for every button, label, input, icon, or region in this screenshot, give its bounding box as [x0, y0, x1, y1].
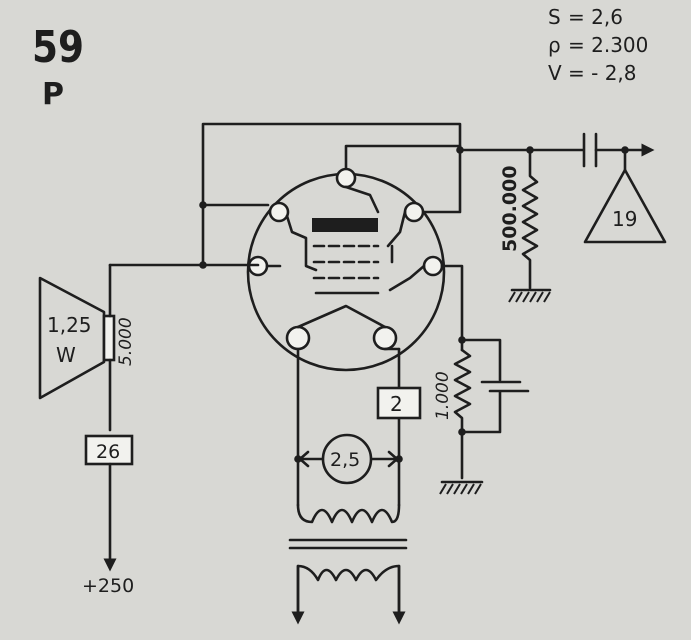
heater-voltage: 2,5 — [330, 449, 360, 471]
top-wiring — [201, 122, 655, 267]
grid-resistor: 500.000 — [499, 148, 552, 303]
driver-stage: 19 — [583, 168, 667, 244]
tube-envelope — [246, 167, 446, 372]
cathode-network: 1.000 — [433, 264, 530, 495]
filament-transformer: 2 2,5 — [288, 347, 422, 625]
grid-resistor-label: 500.000 — [499, 165, 521, 252]
speaker-unit: W — [56, 343, 76, 367]
param-v-symbol: V — [548, 61, 562, 85]
param-rho-symbol: ρ — [548, 33, 561, 57]
param-v-value: = - 2,8 — [568, 61, 637, 85]
filament-pin-label: 2 — [390, 392, 403, 416]
supply-voltage: +250 — [82, 575, 134, 597]
param-rho-value: = 2.300 — [568, 33, 648, 57]
speaker: 1,25 W 5.000 — [38, 263, 260, 432]
driver-stage-label: 19 — [612, 207, 637, 231]
plate-supply: 26 +250 — [82, 434, 134, 597]
parameter-block: S = 2,6 ρ = 2.300 V = - 2,8 — [548, 5, 648, 85]
tube-type: P — [42, 77, 64, 112]
plate-pin-label: 26 — [96, 441, 120, 463]
tube-number: 59 — [32, 22, 84, 73]
speaker-power: 1,25 — [47, 313, 92, 337]
cathode-resistor-label: 1.000 — [433, 371, 453, 420]
speaker-impedance: 5.000 — [116, 317, 136, 366]
param-s-value: = 2,6 — [568, 5, 623, 29]
param-s-symbol: S — [548, 5, 561, 29]
